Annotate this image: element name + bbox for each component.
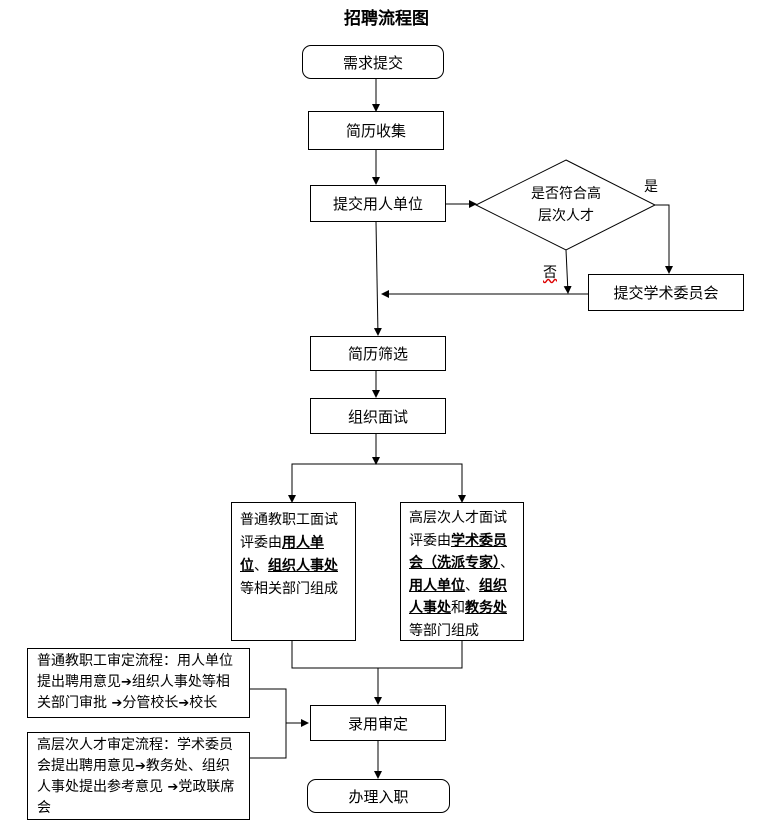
label-yes: 是	[644, 179, 658, 195]
panel-regular-bold-2: 组织人事处	[268, 558, 338, 574]
node-onboarding: 办理入职	[307, 779, 450, 813]
note-talent-review: 高层次人才审定流程：学术委员会提出聘用意见➔教务处、组织人事处提出参考意见 ➔党…	[27, 732, 250, 820]
panel-regular-text-3: 等相关部门组成	[240, 581, 338, 597]
arrow-glyph-icon: ➔	[121, 675, 132, 690]
decision-line-2: 层次人才	[538, 208, 594, 224]
arrow-unit-to-screen	[373, 221, 382, 336]
panel-talent-text-4: 和	[451, 600, 465, 616]
arrow-glyph-icon: ➔	[111, 696, 123, 711]
merge-line	[291, 640, 463, 669]
label-no: 否	[543, 265, 557, 281]
panel-regular-text-2: 、	[254, 558, 268, 574]
node-hire-review: 录用审定	[310, 705, 446, 741]
panel-talent-bold-4: 教务处	[465, 600, 507, 616]
panel-talent-text-3: 、	[465, 577, 479, 594]
arrow-glyph-icon: ➔	[135, 759, 146, 774]
arrow-glyph-icon: ➔	[167, 780, 179, 795]
note-regular-part-2: 组织人事处等相关部门审批	[37, 674, 230, 711]
panel-talent-bold-3: 组织人事处	[409, 577, 507, 617]
note-talent-part-2: 教务处、组织人事处提出参考意见	[37, 758, 230, 795]
node-submit-demand: 需求提交	[302, 45, 444, 79]
note-regular-part-4: 校长	[189, 695, 218, 711]
panel-talent-bold-2: 用人单位	[409, 577, 465, 594]
panel-regular-interview: 普通教职工面试评委由用人单位、组织人事处等相关部门组成	[231, 502, 356, 641]
note-regular-review: 普通教职工审定流程：用人单位提出聘用意见➔组织人事处等相关部门审批 ➔分管校长➔…	[27, 648, 250, 718]
node-organize-interview: 组织面试	[310, 398, 446, 434]
arrow-no-down	[563, 249, 572, 294]
note-talent-part-1: 高层次人才审定流程：学术委员会提出聘用意见	[37, 737, 233, 774]
panel-regular-bold-1: 用人单位	[240, 535, 324, 574]
panel-talent-text-2: 、	[500, 555, 514, 571]
panel-talent-bold-1: 学术委员会（洗派专家）	[409, 532, 507, 572]
panel-regular-text-1: 普通教职工面试评委由	[240, 512, 338, 551]
bracket-notes	[250, 688, 287, 759]
decision-text: 是否符合高 层次人才	[506, 183, 626, 227]
node-screen-resume: 简历筛选	[310, 336, 446, 371]
note-talent-part-3: 党政联席会	[37, 779, 235, 816]
page-title: 招聘流程图	[344, 9, 429, 29]
split-line	[291, 463, 463, 500]
decision-line-1: 是否符合高	[531, 186, 601, 202]
node-collect-resume: 简历收集	[308, 111, 444, 150]
node-submit-unit: 提交用人单位	[310, 185, 446, 222]
panel-talent-text-1: 高层次人才面试评委由	[409, 510, 507, 549]
note-regular-part-3: 分管校长	[122, 695, 179, 711]
note-regular-part-1: 普通教职工审定流程：用人单位提出聘用意见	[37, 653, 233, 690]
arrow-yes-to-committee	[655, 204, 673, 274]
arrow-glyph-icon: ➔	[178, 696, 190, 711]
panel-talent-interview: 高层次人才面试评委由学术委员会（洗派专家）、用人单位、组织人事处和教务处等部门组…	[400, 502, 524, 641]
panel-talent-text-5: 等部门组成	[409, 622, 479, 639]
node-submit-committee: 提交学术委员会	[588, 274, 744, 311]
